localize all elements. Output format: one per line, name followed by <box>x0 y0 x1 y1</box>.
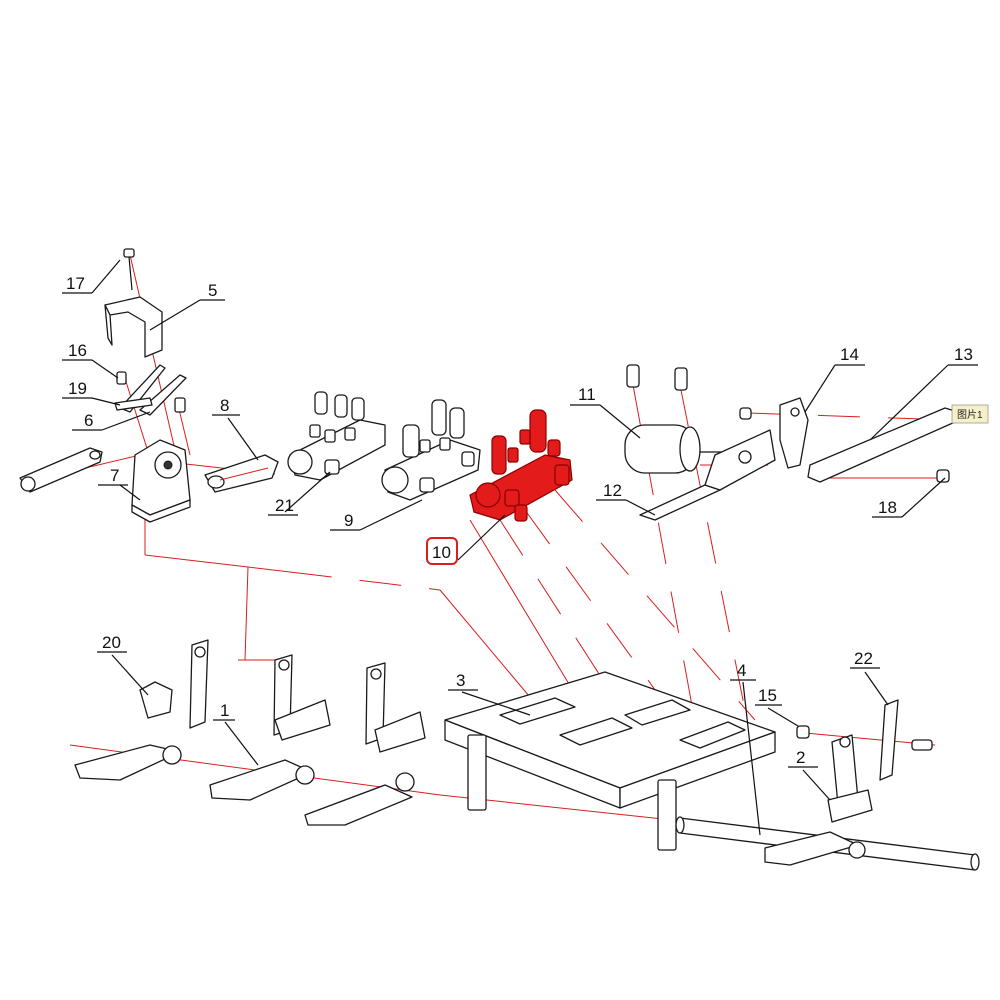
part-5-cover <box>104 296 163 358</box>
label-18: 18 <box>878 498 897 517</box>
part-third-pedal <box>304 662 426 826</box>
motor-screws <box>626 364 688 391</box>
label-11: 11 <box>578 385 596 404</box>
label-20: 20 <box>102 633 121 652</box>
part-15-22 <box>796 699 933 781</box>
part-16-19-6-brackets <box>114 364 187 416</box>
part-9-valve <box>381 399 481 501</box>
part-11-motor <box>624 424 725 474</box>
label-14: 14 <box>840 345 859 364</box>
label-16: 16 <box>68 341 87 360</box>
label-6: 6 <box>84 411 93 430</box>
label-21: 21 <box>275 496 294 515</box>
part-20-pedal <box>74 639 209 781</box>
label-12: 12 <box>603 481 622 500</box>
part-1-pedal <box>209 654 331 801</box>
image-tag: 图片1 <box>951 404 989 424</box>
label-4: 4 <box>737 661 746 680</box>
part-left-link-arm <box>19 447 103 493</box>
label-5: 5 <box>208 281 217 300</box>
part-10-highlighted-valve <box>469 409 573 522</box>
label-17: 17 <box>66 274 85 293</box>
label-3: 3 <box>456 671 465 690</box>
part-17-screw <box>123 248 135 291</box>
callouts <box>62 259 978 836</box>
label-15: 15 <box>758 686 777 705</box>
label-2: 2 <box>796 748 805 767</box>
label-1: 1 <box>220 701 229 720</box>
part-7-base <box>131 439 191 523</box>
part-3-frame <box>444 671 776 851</box>
highlight-box-10 <box>426 537 458 565</box>
part-2-pedal <box>764 734 873 866</box>
part-12-bracket <box>639 429 776 521</box>
label-7: 7 <box>110 466 119 485</box>
image-tag-text: 图片1 <box>957 408 983 421</box>
label-22: 22 <box>854 649 873 668</box>
label-8: 8 <box>220 396 229 415</box>
label-19: 19 <box>68 379 87 398</box>
part-14-lever <box>739 397 809 469</box>
part-13-bar <box>807 407 959 483</box>
label-10: 10 <box>432 543 451 562</box>
part-8-link <box>204 454 279 493</box>
label-9: 9 <box>344 511 353 530</box>
label-13: 13 <box>954 345 973 364</box>
part-labels: 17 5 16 19 6 7 8 21 9 10 11 12 14 13 18 … <box>66 274 973 767</box>
part-21-valve <box>287 391 386 481</box>
